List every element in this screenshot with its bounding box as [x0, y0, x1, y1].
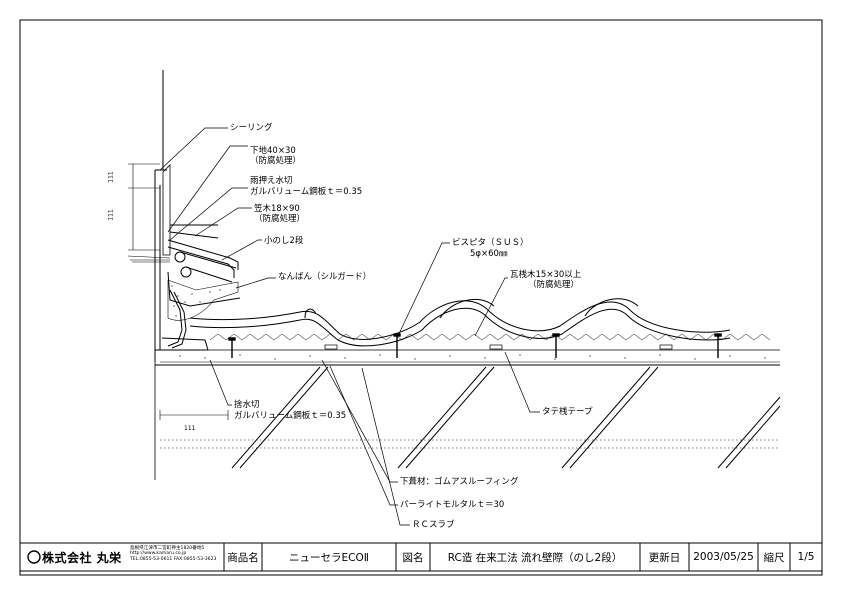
- scale-value: 1/5: [797, 551, 815, 563]
- label-drip-material: ガルバリューム鋼板ｔ＝0.35: [234, 411, 347, 421]
- tile-battens: [324, 344, 673, 350]
- dimension-mid: 111: [107, 209, 115, 221]
- label-base-wood: 下地40×30: [250, 146, 296, 156]
- label-batten: 瓦桟木15×30以上: [510, 270, 582, 280]
- label-underlay: 下葺材：ゴムアスルーフィング: [400, 477, 519, 487]
- flashing-components: [161, 164, 241, 351]
- label-tate-tape: タテ桟テープ: [542, 407, 593, 417]
- leader-lines: [159, 127, 540, 526]
- label-batten-treatment: （防腐処理）: [528, 280, 580, 290]
- label-kasagi-treatment: （防腐処理）: [254, 214, 306, 224]
- label-mortar: パーライトモルタルｔ＝30: [400, 500, 505, 510]
- nanban-fill: [171, 285, 221, 317]
- label-kasagi: 笠木18×90: [254, 204, 300, 214]
- label-rc-slab: ＲＣスラブ: [412, 520, 455, 530]
- label-flashing: 雨押え水切: [250, 176, 293, 186]
- product-value: ニューセラECOⅡ: [289, 551, 369, 564]
- title-block: [19, 542, 823, 572]
- company-address: 島根県江津市二宮町神主1820番地5 http://www.kamaru.co.…: [130, 546, 217, 562]
- sealing-wires: [127, 255, 171, 263]
- drawing-label: 図名: [402, 551, 424, 564]
- rc-slab: [154, 349, 781, 480]
- product-label: 商品名: [227, 551, 259, 564]
- label-sealing: シーリング: [230, 123, 273, 133]
- label-nanban: なんばん（シルガード）: [278, 272, 372, 282]
- label-screw-size: 5φ×60㎜: [470, 249, 508, 259]
- scale-label: 縮尺: [763, 551, 785, 564]
- label-base-wood-treatment: （防腐処理）: [250, 156, 302, 166]
- drawing-frame: [19, 19, 823, 576]
- label-drip-flashing: 捨水切: [234, 400, 260, 410]
- label-flashing-material: ガルバリューム鋼板ｔ＝0.35: [250, 187, 363, 197]
- label-konoshi: 小のし2段: [264, 236, 304, 246]
- roof-tiles: [189, 298, 771, 347]
- company-name: 株式会社 丸栄: [42, 550, 122, 565]
- drawing-value: RC造 在来工法 流れ壁際（のし2段）: [447, 551, 623, 564]
- date-label: 更新日: [648, 551, 681, 564]
- dimension-bottom: 111: [184, 425, 196, 432]
- screw-fasteners: [228, 333, 722, 358]
- dimension-lines: [128, 163, 229, 420]
- dimension-top: 111: [107, 171, 115, 183]
- label-screw: ビスピタ（ＳＵＳ）: [452, 238, 529, 248]
- date-value: 2003/05/25: [693, 551, 754, 563]
- mortar-layer: [179, 354, 766, 360]
